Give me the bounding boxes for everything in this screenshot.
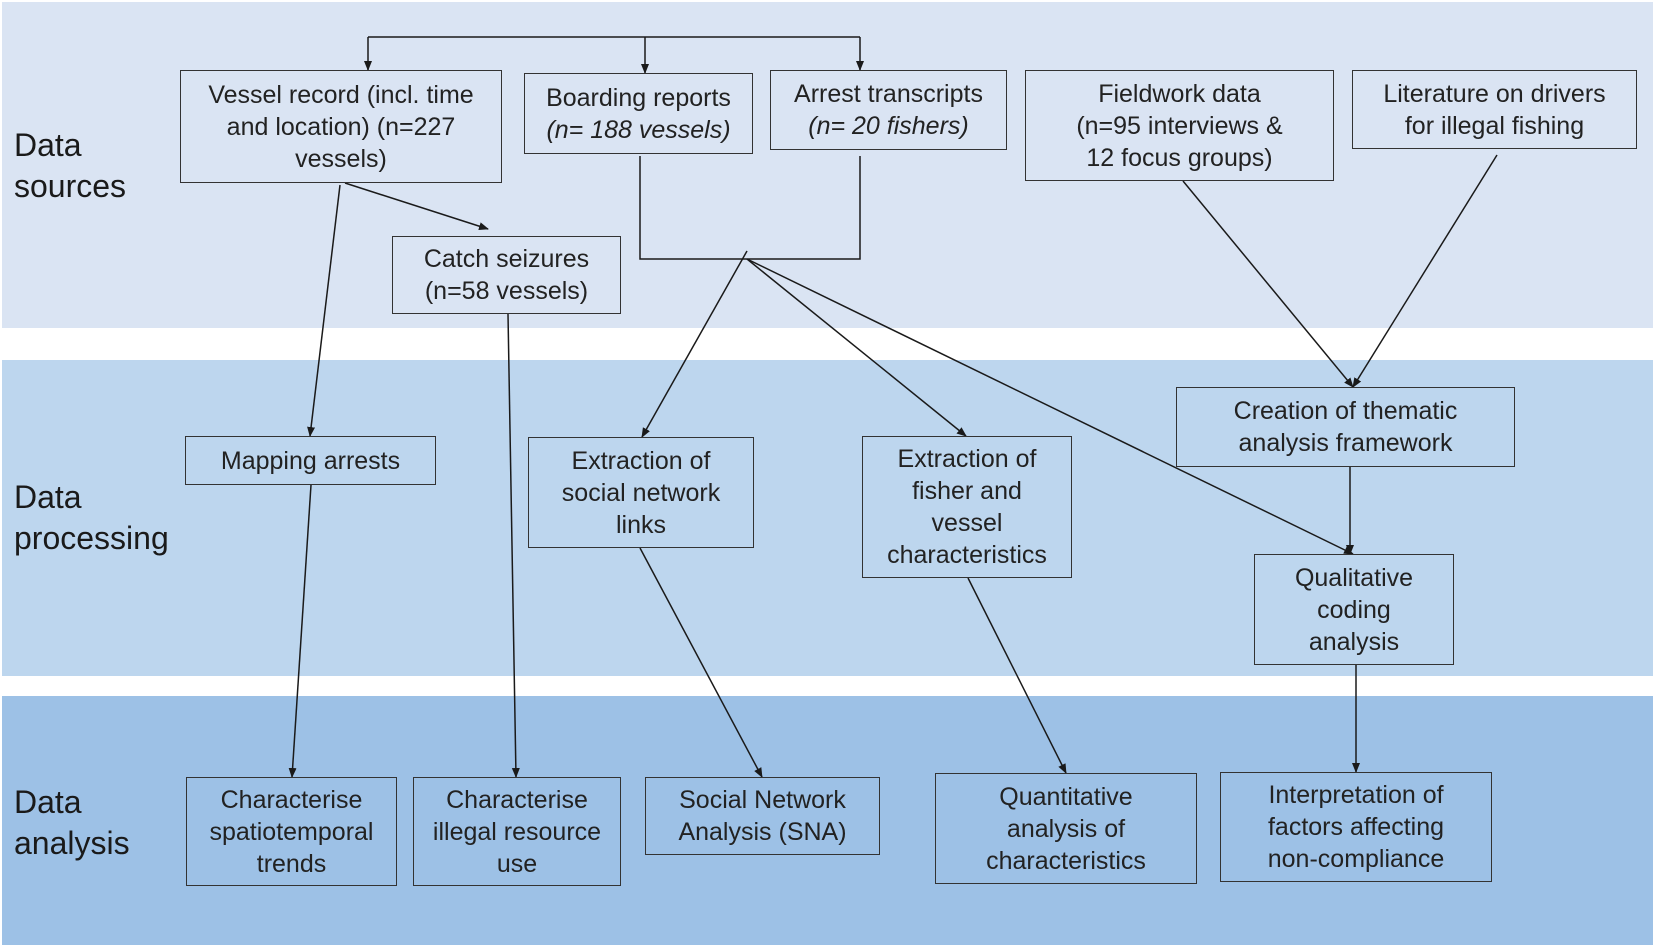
boarding-reports-box: Boarding reports (n= 188 vessels) — [524, 73, 753, 154]
qualitative-coding-text: Qualitative coding analysis — [1294, 563, 1414, 656]
arrow-mapping-to-spatiotemporal — [288, 484, 312, 778]
catch-seizures-text: Catch seizures (n=58 vessels) — [423, 245, 590, 305]
arrow-catch-to-illegal-use — [507, 313, 520, 778]
sna-text: Social Network Analysis (SNA) — [678, 786, 847, 846]
arrow-social-links-to-sna — [639, 547, 763, 778]
fieldwork-data-text: Fieldwork data (n=95 interviews & 12 foc… — [1076, 79, 1283, 172]
data-sources-band — [2, 2, 1653, 328]
interpretation-box: Interpretation of factors affecting non-… — [1220, 772, 1492, 882]
arrow-vessel-to-catch — [344, 182, 489, 231]
fisher-vessel-characteristics-box: Extraction of fisher and vessel characte… — [862, 436, 1072, 578]
arrow-merge-to-fisher-vessel — [746, 258, 967, 437]
data-processing-band — [2, 360, 1653, 676]
spatiotemporal-trends-box: Characterise spatiotemporal trends — [186, 777, 397, 886]
arrest-transcripts-title: Arrest transcripts — [794, 80, 983, 108]
arrest-transcripts-count: (n= 20 fishers) — [808, 112, 969, 140]
illegal-resource-use-text: Characterise illegal resource use — [432, 785, 602, 878]
row-label-data-analysis: Data analysis — [14, 784, 130, 861]
boarding-reports-count: (n= 188 vessels) — [546, 115, 731, 144]
arrest-transcripts-box: Arrest transcripts (n= 20 fishers) — [770, 70, 1007, 150]
data-analysis-band — [2, 696, 1653, 945]
boarding-arrest-merge-line — [639, 156, 861, 260]
mapping-arrests-box: Mapping arrests — [185, 436, 436, 485]
fisher-vessel-characteristics-text: Extraction of fisher and vessel characte… — [887, 445, 1047, 569]
arrow-merge-to-qualitative — [746, 258, 1354, 555]
row-label-data-sources: Data sources — [14, 127, 127, 204]
vessel-record-text: Vessel record (incl. time and location) … — [208, 80, 474, 173]
vessel-record-box: Vessel record (incl. time and location) … — [180, 70, 502, 183]
sna-box: Social Network Analysis (SNA) — [645, 777, 880, 855]
mapping-arrests-text: Mapping arrests — [220, 446, 401, 475]
row-label-data-processing: Data processing — [14, 479, 169, 556]
spatiotemporal-trends-text: Characterise spatiotemporal trends — [209, 785, 374, 878]
literature-box: Literature on drivers for illegal fishin… — [1352, 70, 1637, 149]
catch-seizures-box: Catch seizures (n=58 vessels) — [392, 236, 621, 314]
illegal-resource-use-box: Characterise illegal resource use — [413, 777, 621, 886]
quantitative-analysis-box: Quantitative analysis of characteristics — [935, 773, 1197, 884]
interpretation-text: Interpretation of factors affecting non-… — [1267, 781, 1445, 873]
arrow-vessel-to-mapping — [307, 184, 341, 437]
boarding-reports-title: Boarding reports — [546, 83, 731, 112]
social-network-links-box: Extraction of social network links — [528, 437, 754, 548]
qualitative-coding-box: Qualitative coding analysis — [1254, 554, 1454, 665]
thematic-framework-box: Creation of thematic analysis framework — [1176, 387, 1515, 467]
thematic-framework-text: Creation of thematic analysis framework — [1233, 397, 1458, 457]
arrow-literature-to-thematic — [1352, 154, 1498, 388]
arrow-fieldwork-to-thematic — [1182, 180, 1354, 388]
literature-text: Literature on drivers for illegal fishin… — [1383, 79, 1606, 140]
social-network-links-text: Extraction of social network links — [561, 446, 721, 539]
quantitative-analysis-text: Quantitative analysis of characteristics — [986, 782, 1146, 875]
arrow-fisher-vessel-to-quantitative — [967, 577, 1067, 774]
arrow-merge-to-social-links — [641, 250, 748, 438]
fieldwork-data-box: Fieldwork data (n=95 interviews & 12 foc… — [1025, 70, 1334, 181]
